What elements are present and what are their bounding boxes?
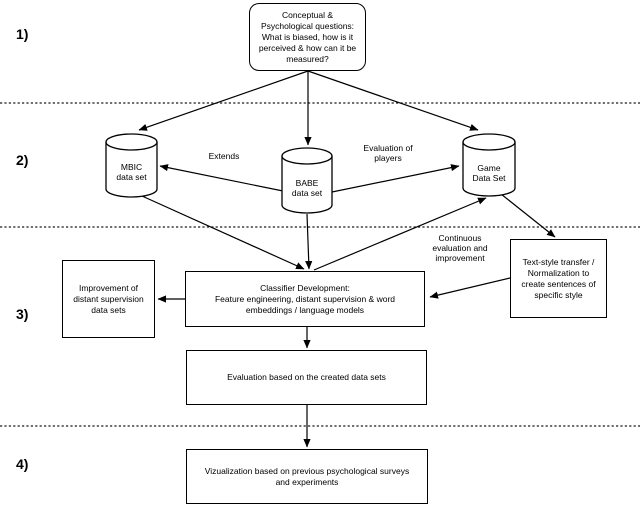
arrow-babe-to-classifier (305, 213, 313, 270)
stage-label-4: 4) (16, 456, 29, 472)
stage-separator-lines (0, 102, 640, 427)
node-text-style-transfer: Text-style transfer / Normalization to c… (510, 239, 607, 318)
babe-cylinder-shape (281, 147, 333, 214)
babe-dataset-label: BABE data set (291, 178, 323, 198)
node-classifier-development: Classifier Development: Feature engineer… (185, 271, 425, 327)
arrow-conceptual-to-mbic (138, 70, 309, 131)
arrow-babe-extends-mbic (159, 164, 284, 192)
node-visualization: Vizualization based on previous psycholo… (186, 449, 428, 504)
arrow-conceptual-to-game (307, 70, 479, 131)
node-conceptual-questions: Conceptual & Psychological questions: Wh… (249, 3, 366, 71)
stage-label-1: 1) (16, 26, 29, 42)
node-improvement-distant-supervision: Improvement of distant supervision data … (62, 260, 155, 338)
arrow-classifier-to-game (313, 197, 487, 271)
arrow-mbic-to-classifier (141, 195, 305, 270)
game-cylinder-shape (462, 133, 516, 197)
edge-label-continuous-evaluation: Continuous evaluation and improvement (432, 233, 488, 263)
stage-label-2: 2) (16, 152, 29, 168)
diagram-arrows (138, 70, 556, 448)
edge-label-extends: Extends (208, 151, 240, 161)
mbic-dataset-label: MBIC data set (116, 162, 147, 182)
stage-label-3: 3) (16, 306, 29, 322)
arrow-game-to-textstyle (500, 193, 556, 238)
mbic-cylinder-shape (105, 133, 158, 198)
database-cylinders (105, 133, 516, 214)
game-dataset-label: Game Data Set (472, 163, 506, 183)
edge-label-evaluation-of-players: Evaluation of players (363, 143, 413, 163)
arrow-babe-evaluation-game (331, 164, 460, 193)
node-evaluation-created-datasets: Evaluation based on the created data set… (186, 350, 427, 405)
arrow-textstyle-to-classifier (429, 277, 511, 299)
